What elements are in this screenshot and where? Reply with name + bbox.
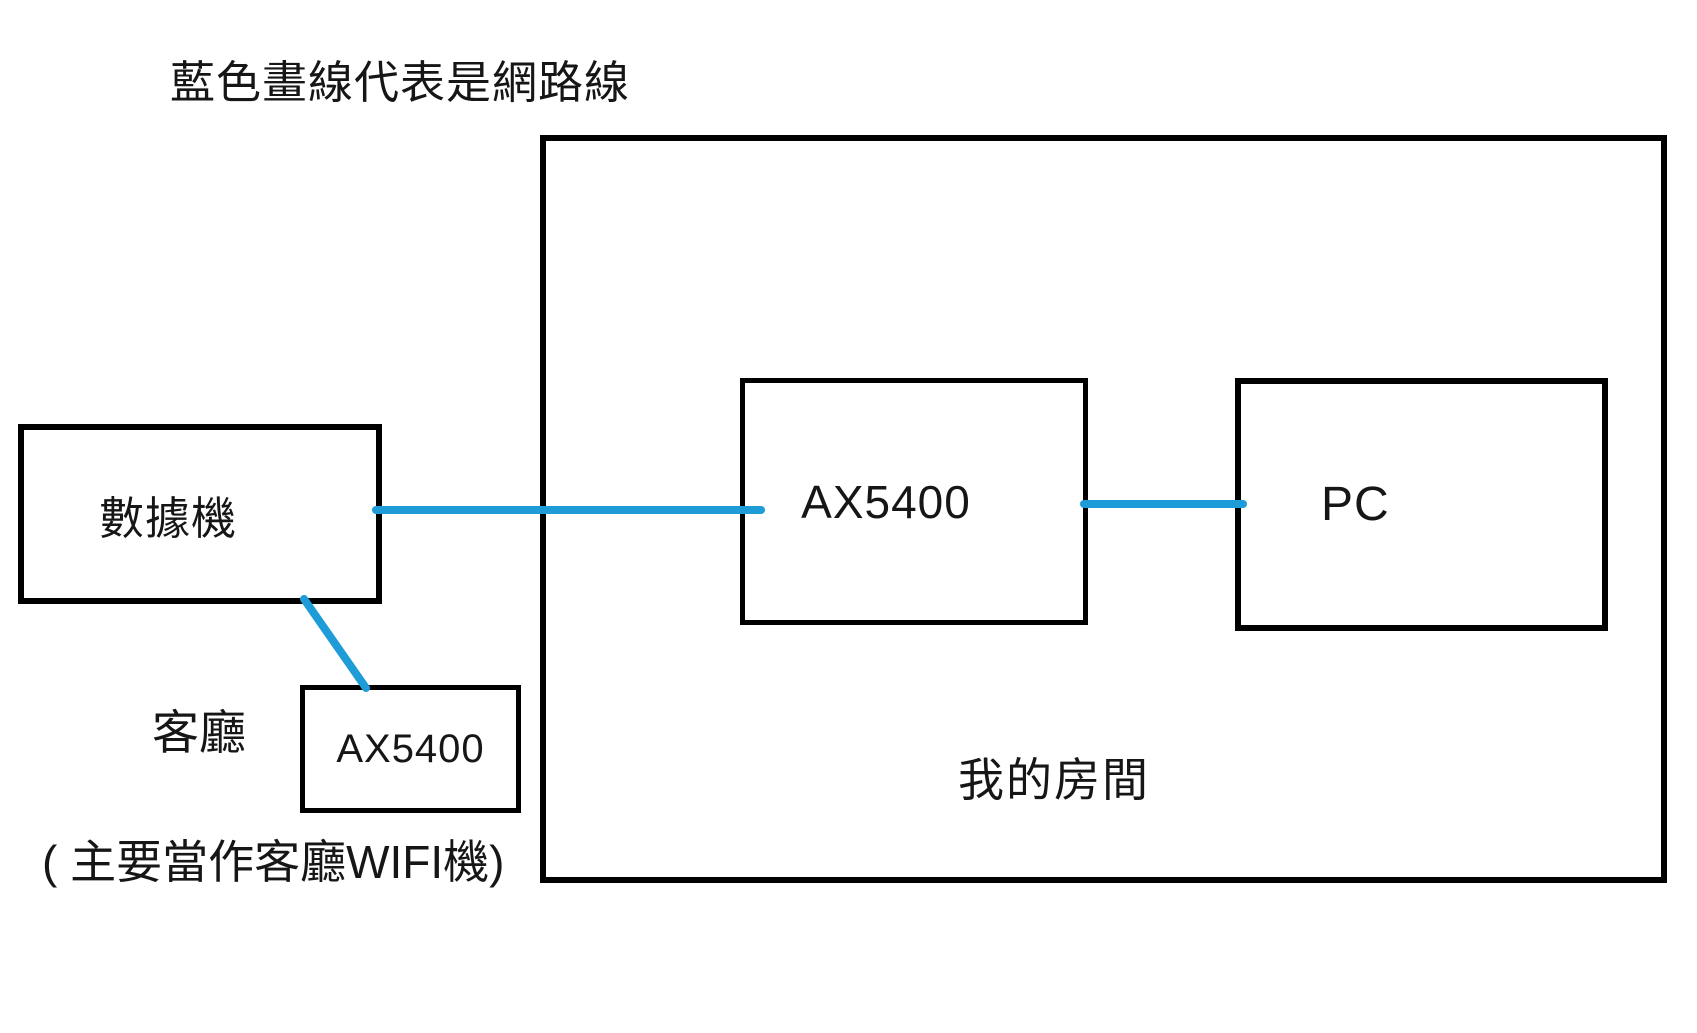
pc-box: PC [1235,378,1608,631]
modem-label: 數據機 [98,492,237,544]
router-main-label: AX5400 [801,475,971,528]
cable-modem-to-router-living [300,595,370,692]
pc-label: PC [1321,478,1390,531]
router-main-box: AX5400 [740,378,1088,625]
router-living-label: AX5400 [336,726,485,771]
diagram-title: 藍色畫線代表是網路線 [170,57,631,108]
router-living-box: AX5400 [300,685,521,813]
my-room-label: 我的房間 [958,754,1150,806]
living-room-router-note: ( 主要當作客廳WIFI機) [42,836,505,888]
living-room-label: 客廳 [152,706,246,759]
modem-box: 數據機 [18,424,382,604]
